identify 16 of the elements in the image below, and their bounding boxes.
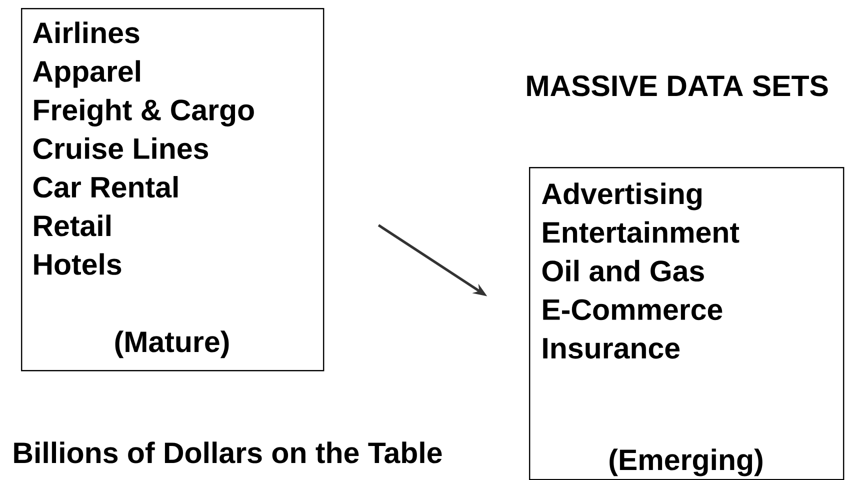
list-item: Retail <box>34 214 110 236</box>
list-item: Entertainment <box>543 221 740 243</box>
status-text: (Emerging) <box>610 448 762 476</box>
status-text: (Mature) <box>115 330 229 358</box>
list-item: Oil and Gas <box>542 260 704 282</box>
list-item: Advertising <box>542 182 702 210</box>
heading: MASSIVE DATA SETS <box>527 75 828 96</box>
list-item: Car Rental <box>33 176 178 198</box>
list-item: Apparel <box>32 60 140 88</box>
list-item: Insurance <box>543 338 680 359</box>
list-item: Hotels <box>34 253 122 275</box>
list-item: Freight & Cargo <box>34 98 254 126</box>
caption-text: Billions of Dollars on the Table <box>14 442 442 464</box>
list-item: Airlines <box>32 22 140 44</box>
list-item: Cruise Lines <box>33 137 208 160</box>
list-item: E-Commerce <box>543 299 722 320</box>
